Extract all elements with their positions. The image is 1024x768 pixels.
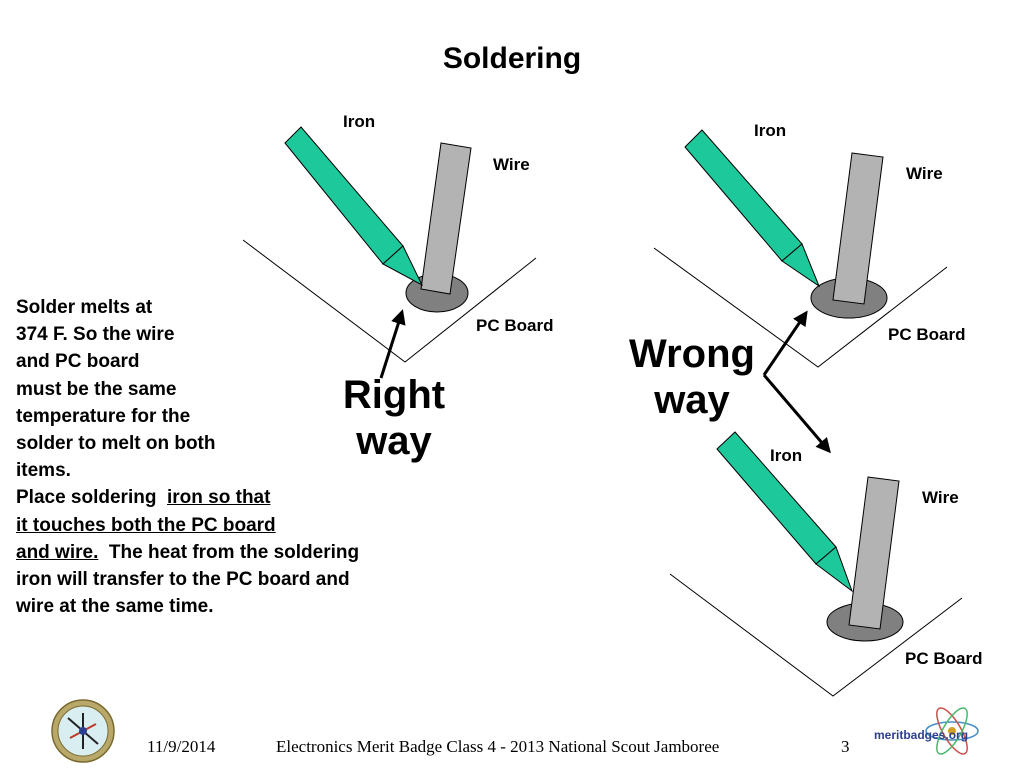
footer-date: 11/9/2014 bbox=[147, 737, 216, 756]
merit-badge-logo bbox=[51, 699, 115, 763]
place-prefix: Place soldering bbox=[16, 487, 167, 509]
underlined-text: and wire. bbox=[16, 541, 99, 563]
right-way-line1: Right bbox=[342, 373, 446, 417]
place-rest: The heat from the soldering iron will tr… bbox=[16, 541, 365, 618]
pc-board-outline bbox=[242, 239, 537, 363]
text-line: must be the same bbox=[16, 378, 177, 400]
pc-board-label: PC Board bbox=[476, 316, 554, 335]
wrong-way-arrow-down bbox=[762, 374, 831, 454]
iron-body bbox=[684, 129, 803, 262]
diagram-wrong-way-top bbox=[653, 129, 948, 454]
pc-board-label: PC Board bbox=[888, 325, 966, 344]
wire-label: Wire bbox=[906, 164, 943, 183]
explanation-text: Solder melts at 374 F. So the wire and P… bbox=[16, 294, 376, 620]
iron-tip bbox=[382, 245, 424, 287]
wrong-way-line2: way bbox=[654, 378, 730, 422]
underlined-text: it touches both the PC board bbox=[16, 514, 276, 536]
wire bbox=[420, 142, 472, 295]
wire-label: Wire bbox=[922, 488, 959, 507]
wire bbox=[832, 152, 884, 305]
iron-body bbox=[284, 126, 404, 265]
meritbadges-logo-atom bbox=[925, 707, 979, 755]
wrong-way-caption: Wrong way bbox=[614, 331, 770, 423]
wire-label: Wire bbox=[493, 155, 530, 174]
wrong-way-arrow-up bbox=[762, 310, 808, 376]
slide-title: Soldering bbox=[442, 42, 582, 75]
footer-page-number: 3 bbox=[841, 737, 850, 756]
right-way-arrow bbox=[379, 309, 406, 379]
wire bbox=[848, 476, 900, 630]
underlined-text: iron so that bbox=[167, 487, 271, 509]
text-line: temperature for the bbox=[16, 405, 191, 427]
iron-tip bbox=[781, 243, 821, 288]
iron-label: Iron bbox=[343, 112, 376, 131]
text-line: Solder melts at bbox=[16, 297, 153, 318]
right-way-line2: way bbox=[356, 419, 432, 463]
text-line: items. bbox=[16, 460, 71, 482]
diagram-wrong-way-bottom bbox=[669, 431, 963, 697]
text-line: solder to melt on both bbox=[16, 433, 216, 455]
pc-board-outline bbox=[653, 247, 948, 368]
text-line: 374 F. So the wire bbox=[16, 324, 175, 346]
meritbadges-logo-text: meritbadges.org bbox=[874, 728, 969, 742]
iron-tip bbox=[815, 546, 854, 593]
diagram-right-way bbox=[242, 126, 537, 379]
right-way-caption: Right way bbox=[324, 372, 464, 464]
pc-board-outline bbox=[669, 573, 963, 697]
pc-board-label: PC Board bbox=[905, 649, 983, 668]
footer-caption: Electronics Merit Badge Class 4 - 2013 N… bbox=[276, 737, 720, 756]
text-line: and PC board bbox=[16, 351, 140, 373]
place-paragraph: Place soldering iron so that it touches b… bbox=[16, 484, 376, 620]
iron-label: Iron bbox=[770, 446, 803, 465]
iron-label: Iron bbox=[754, 121, 787, 140]
wrong-way-line1: Wrong bbox=[629, 332, 755, 376]
